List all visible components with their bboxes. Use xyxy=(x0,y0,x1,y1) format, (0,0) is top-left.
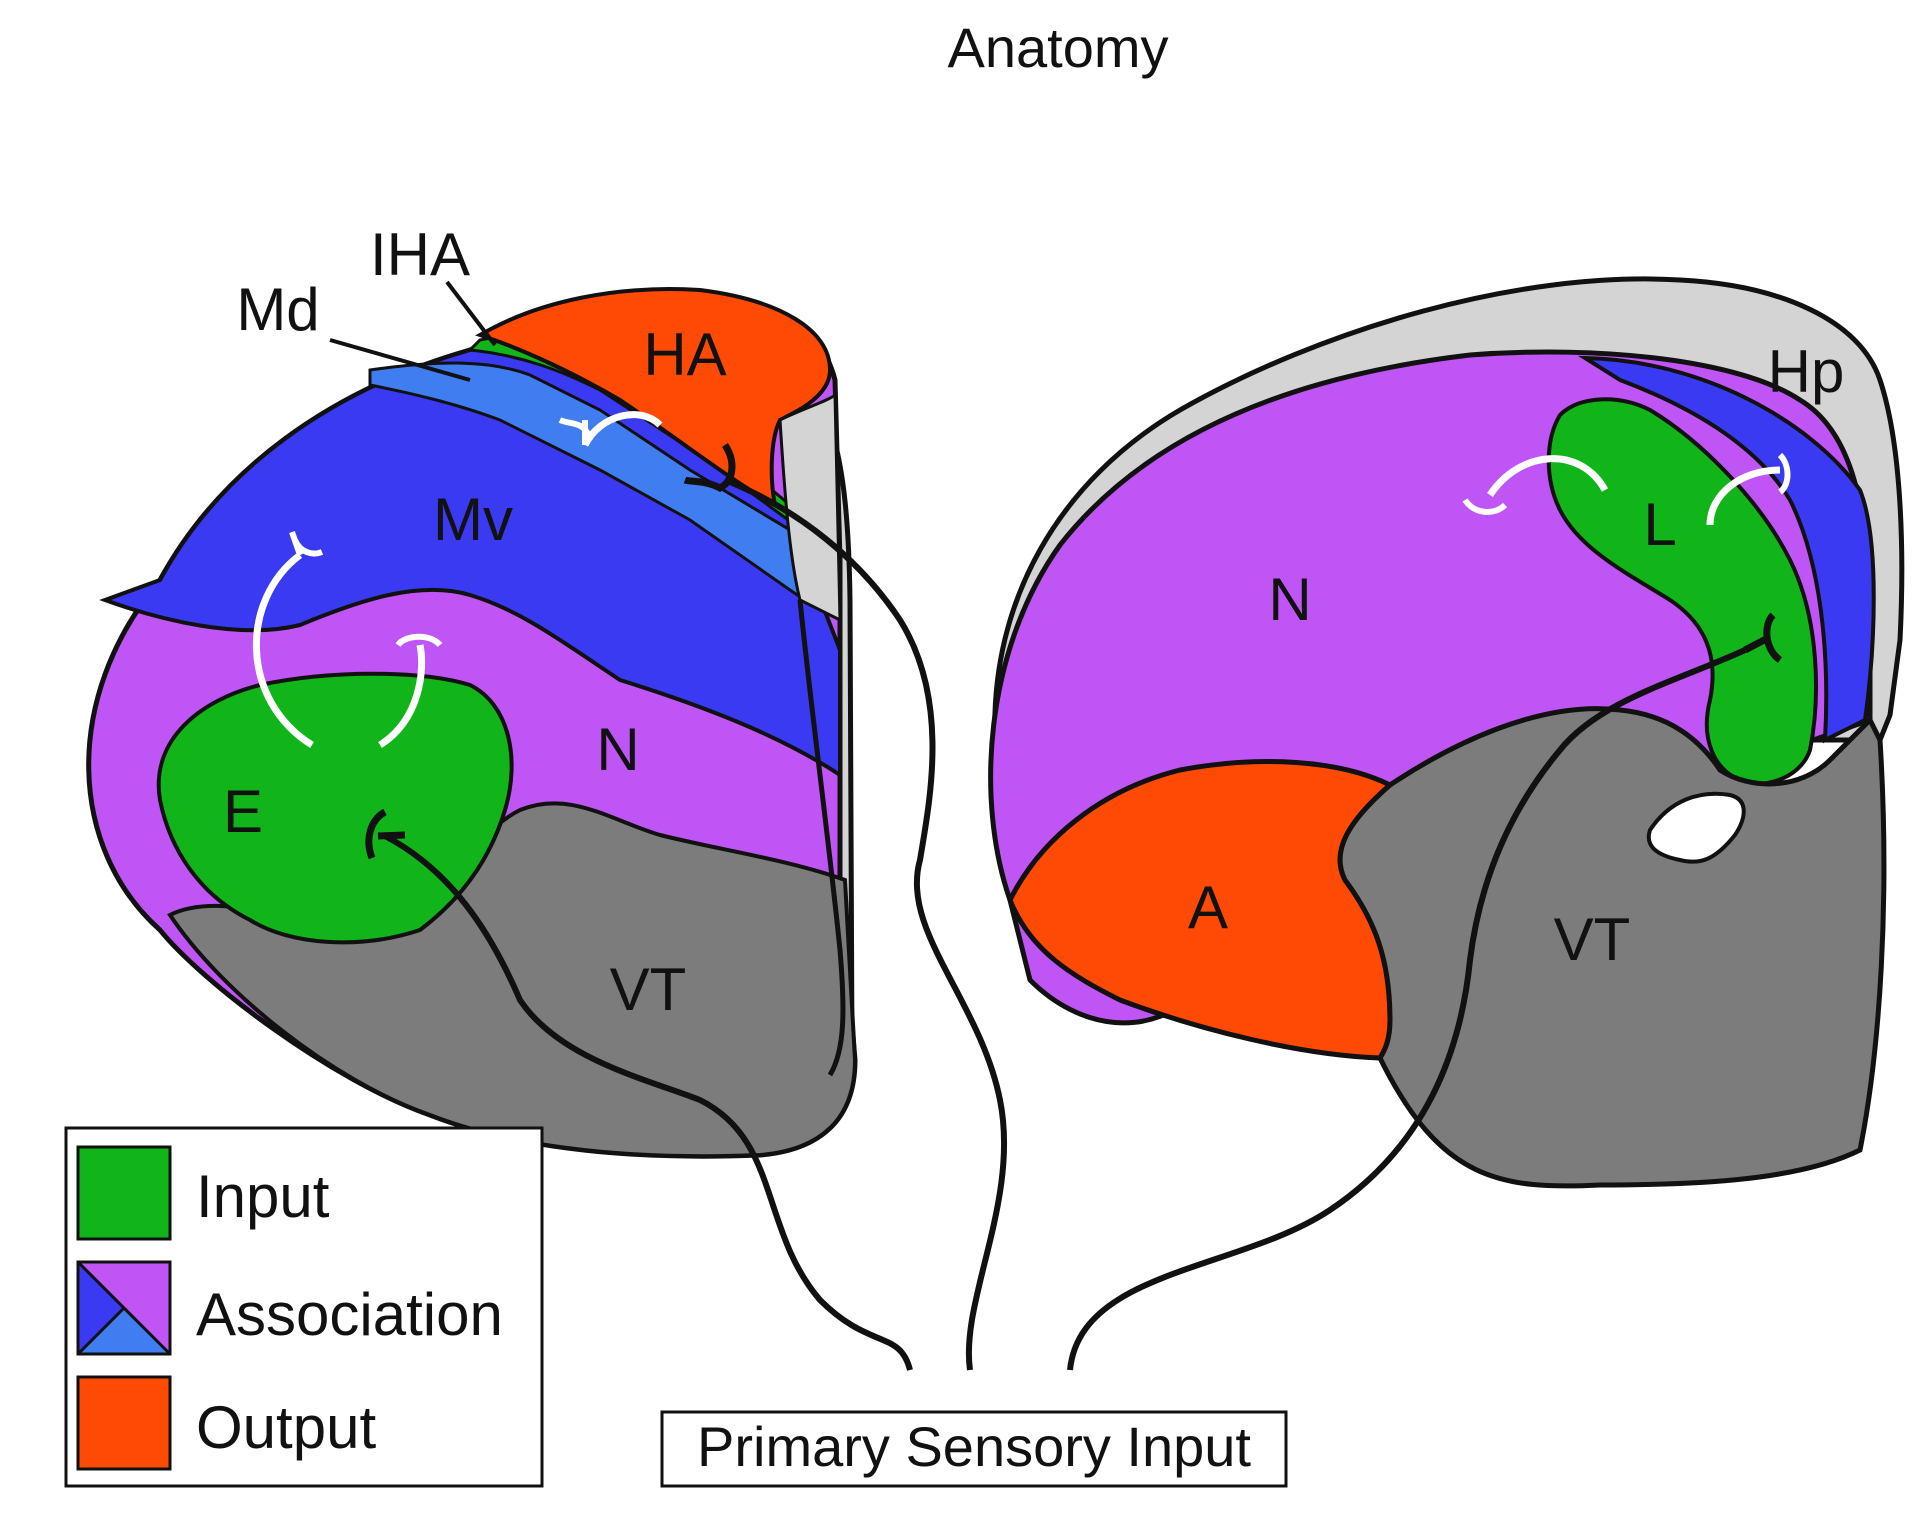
white-synapse-top-left xyxy=(289,531,324,557)
pathway-to-e xyxy=(383,833,913,1371)
sensory-pathways xyxy=(383,477,1747,1371)
label-e: E xyxy=(223,778,263,845)
primary-input-box: Primary Sensory Input xyxy=(660,1410,1288,1488)
right-vt-region xyxy=(1337,706,1887,1189)
label-mv: Mv xyxy=(433,486,513,553)
label-l: L xyxy=(1643,491,1676,558)
legend-label-association: Association xyxy=(196,1281,503,1348)
label-md: Md xyxy=(236,276,319,343)
diagram-title: Anatomy xyxy=(948,16,1169,79)
legend-swatch-association xyxy=(76,1260,172,1356)
label-a: A xyxy=(1188,874,1228,941)
legend: Input Association Output xyxy=(64,1126,544,1488)
white-synapse-hp xyxy=(1777,452,1791,495)
right-vt-hole xyxy=(1646,791,1746,864)
white-arc-e-mv xyxy=(252,552,314,748)
black-synapse-l xyxy=(1743,612,1783,663)
white-synapse-n xyxy=(395,633,443,648)
right-blue-band xyxy=(1577,355,1876,744)
legend-label-input: Input xyxy=(196,1163,330,1230)
primary-input-label: Primary Sensory Input xyxy=(697,1415,1251,1478)
white-arc-e-n xyxy=(378,644,426,748)
label-vt-left: VT xyxy=(610,956,687,1023)
label-vt-right: VT xyxy=(1554,906,1631,973)
right-brain: Hp N L A VT xyxy=(988,276,1905,1189)
pathway-to-ha xyxy=(723,477,1008,1371)
left-edge-line xyxy=(797,599,846,1077)
md-pointer xyxy=(329,338,471,382)
left-gray-wedge xyxy=(778,391,842,623)
label-iha: IHA xyxy=(370,221,470,288)
label-n-left: N xyxy=(596,716,639,783)
left-brain: IHA Md HA Mv N E VT xyxy=(86,221,858,1159)
black-synapse-e xyxy=(365,808,406,860)
white-synapse-n-right xyxy=(1462,498,1508,515)
legend-swatch-output xyxy=(76,1375,172,1471)
legend-label-output: Output xyxy=(196,1394,376,1461)
label-hp: Hp xyxy=(1768,338,1845,405)
label-ha: HA xyxy=(643,321,726,388)
white-synapse-iha xyxy=(558,417,593,445)
iha-pointer xyxy=(445,280,497,347)
white-arc-l-hp xyxy=(1706,466,1781,526)
white-arc-l-n xyxy=(1487,455,1609,497)
primary-input-frame xyxy=(660,1410,1288,1488)
pathway-to-l xyxy=(1067,647,1747,1371)
legend-swatch-input xyxy=(76,1145,172,1241)
black-synapse-ha xyxy=(683,443,736,492)
label-n-right: N xyxy=(1268,566,1311,633)
